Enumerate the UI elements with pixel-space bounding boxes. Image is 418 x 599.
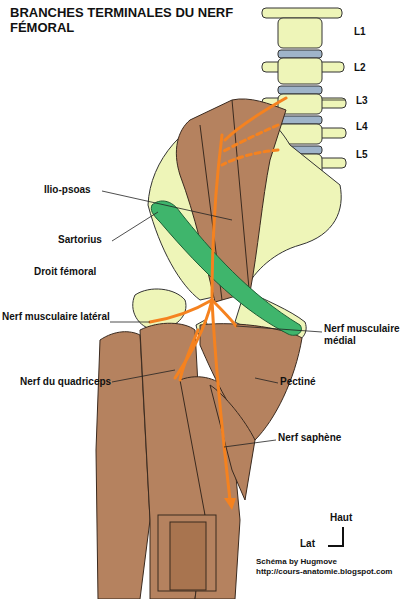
nerve-label: Nerf du quadriceps xyxy=(20,376,111,388)
nerve-label: Nerf saphène xyxy=(278,432,341,444)
vertebra-label: L2 xyxy=(354,62,366,74)
credit-note: Schéma by Hugmove xyxy=(256,557,337,566)
vertebra-label: L5 xyxy=(356,149,368,161)
leader-lines xyxy=(102,100,345,447)
orientation-axes xyxy=(328,527,343,546)
nerve-arrowhead xyxy=(224,498,236,510)
credit-url: http://cours-anatomie.blogspot.com xyxy=(256,567,392,576)
nerve-label: Nerf musculaire médial xyxy=(324,323,416,346)
femoral-nerve xyxy=(150,98,286,500)
muscle-label: Droit fémoral xyxy=(34,266,96,278)
vertebra-label: L4 xyxy=(356,121,368,133)
muscle-label: Sartorius xyxy=(58,234,102,246)
vertebra-label: L1 xyxy=(354,26,366,38)
vertebra-label: L3 xyxy=(356,95,368,107)
nerve-label: Nerf musculaire latéral xyxy=(2,311,114,323)
muscle-label: Ilio-psoas xyxy=(44,184,91,196)
muscle-label: Pectiné xyxy=(280,376,316,388)
orientation-label: Haut xyxy=(330,512,352,524)
diagram-title: BRANCHES TERMINALES DU NERF FÉMORAL xyxy=(10,6,265,36)
orientation-label: Lat xyxy=(300,538,315,550)
